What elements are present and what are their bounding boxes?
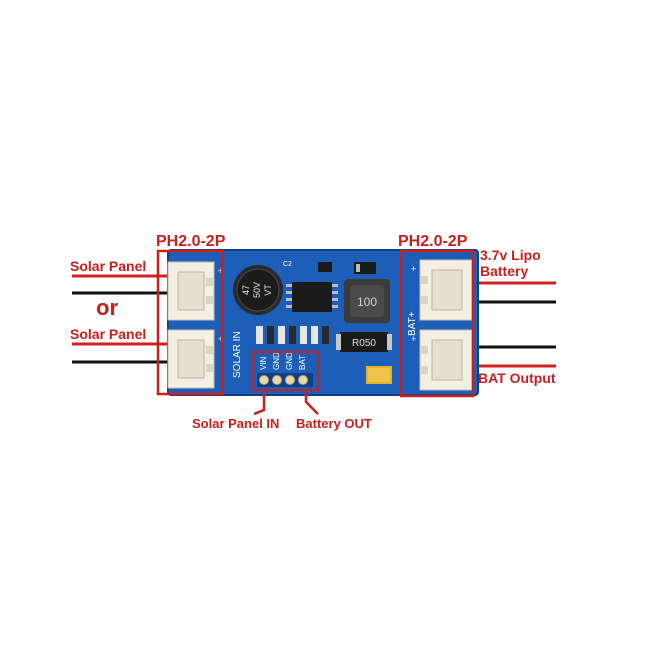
label-solar-panel-in: Solar Panel IN <box>192 416 280 431</box>
pin-pointer-lines <box>253 392 319 416</box>
label-lipo-line2: Battery <box>480 263 529 279</box>
left-connector-top <box>167 261 215 321</box>
inductor-text: 100 <box>357 295 377 309</box>
pin-header <box>257 373 313 387</box>
silkscreen-solar-in: SOLAR IN <box>232 331 243 378</box>
label-battery-out: Battery OUT <box>296 416 372 431</box>
pin-label-gnd-2: GND <box>285 352 294 370</box>
left-connector-highlight <box>156 249 224 396</box>
svg-text:+: + <box>218 334 223 344</box>
pin-label-bat: BAT <box>298 355 307 370</box>
pin-header-highlight <box>251 351 319 391</box>
pin-label-vin: VIN <box>259 356 268 370</box>
tantalum-capacitor <box>366 366 392 384</box>
right-wires <box>470 281 556 368</box>
label-solar-panel-top: Solar Panel <box>70 258 147 274</box>
connector-header-right: PH2.0-2P <box>398 233 468 250</box>
resistor-text: R050 <box>352 338 376 349</box>
smd-row <box>256 326 329 344</box>
ic-chip <box>286 282 338 312</box>
svg-text:+: + <box>411 334 416 344</box>
silkscreen-bat-plus: BAT+ <box>407 311 418 336</box>
capacitor-text-2: 50V <box>252 282 262 298</box>
right-connector-bottom <box>419 329 473 391</box>
capacitor-ref: C2 <box>283 261 292 268</box>
capacitor-text-1: 47 <box>241 285 251 295</box>
left-wires <box>72 274 168 364</box>
right-connector-top <box>419 259 473 321</box>
shunt-resistor: R050 <box>336 332 392 352</box>
inductor: 100 <box>344 279 390 323</box>
capacitor-text-3: VT <box>263 284 273 296</box>
connector-header-left: PH2.0-2P <box>156 233 226 250</box>
pin-label-gnd-1: GND <box>272 352 281 370</box>
label-or: or <box>96 295 118 320</box>
svg-text:+: + <box>411 264 416 274</box>
electrolytic-capacitor: 47 50V VT <box>233 265 283 315</box>
left-connector-bottom <box>167 329 215 389</box>
right-connector-highlight <box>399 249 475 398</box>
label-bat-output: BAT Output <box>478 370 556 386</box>
label-lipo-line1: 3.7v Lipo <box>480 247 541 263</box>
svg-text:+: + <box>218 266 223 276</box>
label-solar-panel-bottom: Solar Panel <box>70 326 147 342</box>
